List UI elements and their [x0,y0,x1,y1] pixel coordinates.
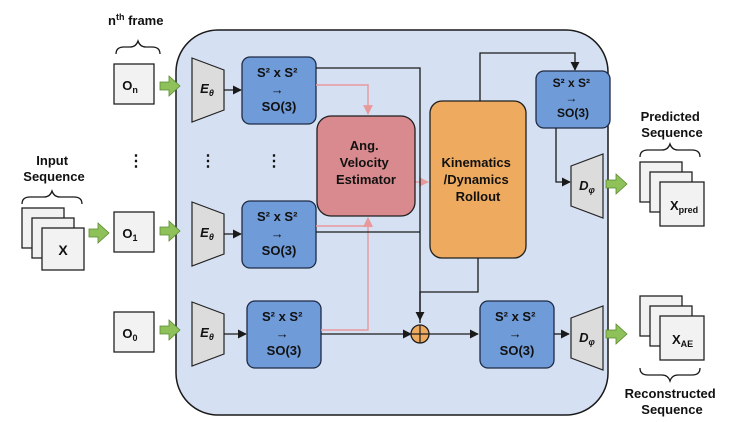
input-stack: X [21,207,85,271]
encoder-bottom: Eθ [191,301,225,367]
reconstructed-stack: XAE [639,295,705,361]
svg-text:Dφ: Dφ [579,178,595,195]
input-x-label: X [58,242,68,258]
svg-text:Eθ: Eθ [200,325,214,342]
frame-o-n: On [113,63,155,105]
line-rollout-to-plus [419,258,479,323]
svg-text:S² x S² → SO(3): S² x S² → SO(3) [553,76,594,120]
svg-text:S² x S² → SO(3): S² x S² → SO(3) [257,65,301,114]
nth-frame-bracket [115,38,161,55]
svg-text:O0: O0 [122,326,137,343]
svg-text:Ang. Velocity Esti: Ang. Velocity Estimator [336,138,396,187]
svg-text:O1: O1 [122,226,137,243]
arrow-so3-right-to-decoder [555,128,571,187]
encoder-middle: Eθ [191,201,225,267]
svg-text:Kinematics /Dynamics: Kinematics /Dynamics Rollout [442,155,515,204]
frames-ellipsis: ⋮ [128,153,144,170]
line-top-to-plus [316,67,425,321]
so3-block-ae: S² x S² → SO(3) [479,300,555,369]
predicted-sequence-label: Predicted Sequence [641,109,704,140]
green-arrow-o-n [159,75,181,97]
nth-frame-label: nth frame [108,12,163,28]
green-arrow-o-0 [159,319,181,341]
green-arrow-o-1 [159,220,181,242]
reconstructed-bracket [639,367,701,384]
input-bracket [21,188,83,205]
frame-o-1: O1 [113,211,155,253]
so3-ellipsis: ⋮ [266,153,282,170]
svg-text:S² x S² → SO(3): S² x S² → SO(3) [262,309,306,358]
svg-text:On: On [122,78,138,95]
green-arrow-input [88,222,110,244]
encoder-ellipsis: ⋮ [200,153,216,170]
kinematics-rollout: Kinematics /Dynamics Rollout [429,100,527,259]
x-ae-label: XAE [672,332,693,349]
so3-block-right: S² x S² → SO(3) [535,70,611,129]
frame-o-0: O0 [113,311,155,353]
encoder-top: Eθ [191,57,225,123]
arrow-rollout-to-so3-right [479,52,580,101]
reconstructed-sequence-label: Reconstructed Sequence [625,386,720,417]
pink-top-to-estimator [316,84,373,115]
svg-text:Eθ: Eθ [200,81,214,98]
svg-text:S² x S² → SO(3): S² x S² → SO(3) [495,309,539,358]
green-arrow-pred [605,173,628,195]
x-pred-label: Xpred [670,198,698,215]
plus-node [410,324,430,344]
so3-block-top: S² x S² → SO(3) [241,56,317,125]
so3-block-middle: S² x S² → SO(3) [241,200,317,269]
angular-velocity-estimator: Ang. Velocity Estimator [316,115,416,217]
decoder-top: Dφ [570,153,604,219]
predicted-stack: Xpred [639,161,705,227]
decoder-bottom: Dφ [570,305,604,371]
svg-text:S² x S² → SO(3): S² x S² → SO(3) [257,209,301,258]
so3-block-bottom: S² x S² → SO(3) [246,300,322,369]
svg-text:Eθ: Eθ [200,225,214,242]
predicted-bracket [639,141,701,158]
svg-text:Dφ: Dφ [579,330,595,347]
pink-bot-to-estimator [321,217,373,331]
input-sequence-label: Input Sequence [23,153,84,184]
green-arrow-ae [605,323,628,345]
